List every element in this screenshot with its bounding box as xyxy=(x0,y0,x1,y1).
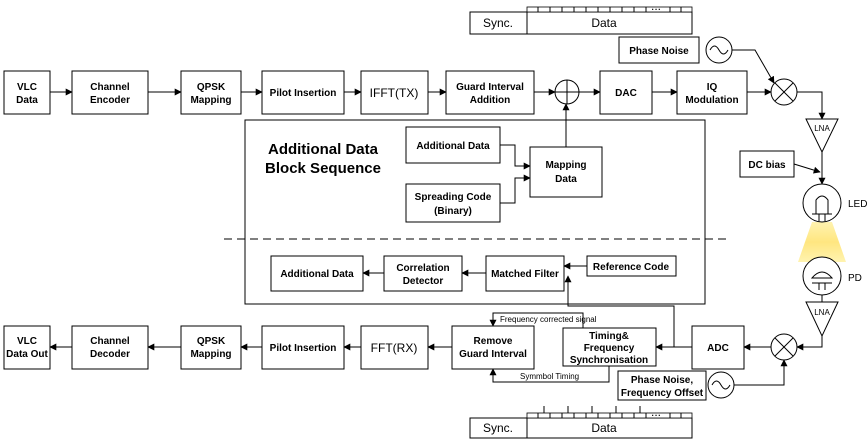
svg-text:Channel: Channel xyxy=(90,82,130,93)
svg-text:LED: LED xyxy=(848,199,867,210)
block-additional-data-out: Additional Data xyxy=(270,255,364,292)
svg-text:Synchronisation: Synchronisation xyxy=(570,355,648,366)
svg-text:Remove: Remove xyxy=(474,336,513,347)
svg-text:Additional Data: Additional Data xyxy=(416,141,490,152)
svg-text:Correlation: Correlation xyxy=(396,263,449,274)
svg-text:Matched Filter: Matched Filter xyxy=(491,269,559,280)
frame-bottom-sync: Sync. xyxy=(483,421,513,435)
svg-text:Phase Noise,: Phase Noise, xyxy=(631,375,693,386)
svg-text:Detector: Detector xyxy=(403,276,444,287)
amplifier-lna-rx: LNA xyxy=(805,301,839,338)
block-ifft-tx: IFFT(TX) xyxy=(360,70,429,115)
svg-text:Encoder: Encoder xyxy=(90,95,130,106)
svg-text:QPSK: QPSK xyxy=(197,82,226,93)
svg-text:DAC: DAC xyxy=(615,88,637,99)
svg-text:LNA: LNA xyxy=(814,124,830,133)
svg-text:Guard Interval: Guard Interval xyxy=(456,82,524,93)
svg-text:Mapping: Mapping xyxy=(190,349,231,360)
block-guard-interval-addition: Guard Interval Addition xyxy=(445,70,535,115)
block-remove-guard-interval: Remove Guard Interval xyxy=(451,325,535,370)
block-iq-modulation: IQ Modulation xyxy=(676,70,748,115)
svg-text:Additional Data: Additional Data xyxy=(280,269,354,280)
frame-top: Sync. Data ... xyxy=(469,0,693,35)
svg-text:ADC: ADC xyxy=(707,343,729,354)
block-channel-decoder: Channel Decoder xyxy=(71,325,149,370)
svg-text:Channel: Channel xyxy=(90,336,130,347)
oscillator-tx xyxy=(705,36,733,64)
block-qpsk-mapping-rx: QPSK Mapping xyxy=(180,325,242,370)
block-adc: ADC xyxy=(691,325,745,370)
block-matched-filter: Matched Filter xyxy=(485,255,565,292)
block-pilot-insertion-rx: Pilot Insertion xyxy=(261,325,345,370)
svg-text:PD: PD xyxy=(848,273,862,284)
block-dc-bias: DC bias xyxy=(739,150,795,178)
svg-text:Data: Data xyxy=(555,174,577,185)
svg-text:Addition: Addition xyxy=(470,95,511,106)
svg-text:QPSK: QPSK xyxy=(197,336,226,347)
frame-top-data: Data xyxy=(591,16,617,30)
block-vlc-data: VLC Data xyxy=(3,70,51,115)
svg-text:Pilot Insertion: Pilot Insertion xyxy=(270,88,337,99)
block-channel-encoder: Channel Encoder xyxy=(71,70,149,115)
frame-bottom-data: Data xyxy=(591,421,617,435)
svg-text:Data Out: Data Out xyxy=(6,349,48,360)
svg-text:Spreading Code: Spreading Code xyxy=(415,192,492,203)
light-beam xyxy=(798,222,846,262)
block-phase-noise: Phase Noise xyxy=(618,36,700,64)
frame-bottom: Sync. Data ... xyxy=(469,405,693,439)
svg-text:IFFT(TX): IFFT(TX) xyxy=(370,86,419,100)
svg-text:Modulation: Modulation xyxy=(685,95,738,106)
block-reference-code: Reference Code xyxy=(586,255,677,277)
label-frequency-corrected: Frequency corrected signal xyxy=(500,315,597,324)
svg-text:Mapping: Mapping xyxy=(190,95,231,106)
svg-text:Data: Data xyxy=(16,95,38,106)
svg-text:Timing&: Timing& xyxy=(589,331,629,342)
frame-top-sync: Sync. xyxy=(483,16,513,30)
svg-text:Frequency Offset: Frequency Offset xyxy=(621,388,704,399)
svg-text:Mapping: Mapping xyxy=(545,160,586,171)
svg-text:Pilot Insertion: Pilot Insertion xyxy=(270,343,337,354)
svg-text:DC bias: DC bias xyxy=(748,160,786,171)
block-vlc-data-out: VLC Data Out xyxy=(3,325,51,370)
photodiode-icon: PD xyxy=(802,256,862,296)
svg-text:Decoder: Decoder xyxy=(90,349,130,360)
svg-text:Frequency: Frequency xyxy=(584,343,635,354)
block-timing-frequency-sync: Timing& Frequency Synchronisation xyxy=(562,327,657,367)
svg-text:Block Sequence: Block Sequence xyxy=(265,160,381,177)
block-correlation-detector: Correlation Detector xyxy=(383,255,463,292)
block-spreading-code: Spreading Code (Binary) xyxy=(405,183,501,223)
amplifier-lna-tx: LNA xyxy=(805,118,839,154)
mixer-rx xyxy=(770,333,798,361)
oscillator-rx xyxy=(707,371,735,399)
svg-text:Guard Interval: Guard Interval xyxy=(459,349,527,360)
svg-text:IQ: IQ xyxy=(707,82,718,93)
mixer-tx xyxy=(770,78,798,106)
svg-text:Phase Noise: Phase Noise xyxy=(629,46,689,57)
block-additional-data-in: Additional Data xyxy=(405,126,501,164)
svg-text:LNA: LNA xyxy=(814,308,830,317)
connectors xyxy=(49,49,826,386)
svg-text:Additional Data: Additional Data xyxy=(268,141,379,158)
block-dac: DAC xyxy=(599,70,653,115)
svg-text:VLC: VLC xyxy=(17,336,37,347)
block-fft-rx: FFT(RX) xyxy=(360,325,429,370)
sum-junction xyxy=(554,79,580,105)
svg-text:(Binary): (Binary) xyxy=(434,206,472,217)
led-icon: LED xyxy=(802,183,867,223)
frame-bottom-ellipsis: ... xyxy=(651,405,661,419)
label-symbol-timing: Symmbol Timing xyxy=(520,372,579,381)
svg-text:FFT(RX): FFT(RX) xyxy=(371,341,418,355)
block-mapping-data: Mapping Data xyxy=(529,146,603,198)
svg-text:Reference Code: Reference Code xyxy=(593,262,670,273)
block-qpsk-mapping-tx: QPSK Mapping xyxy=(180,70,242,115)
frame-top-ellipsis: ... xyxy=(651,0,661,13)
svg-text:VLC: VLC xyxy=(17,82,37,93)
block-phase-noise-frequency-offset: Phase Noise, Frequency Offset xyxy=(617,370,707,401)
block-pilot-insertion-tx: Pilot Insertion xyxy=(261,70,345,115)
